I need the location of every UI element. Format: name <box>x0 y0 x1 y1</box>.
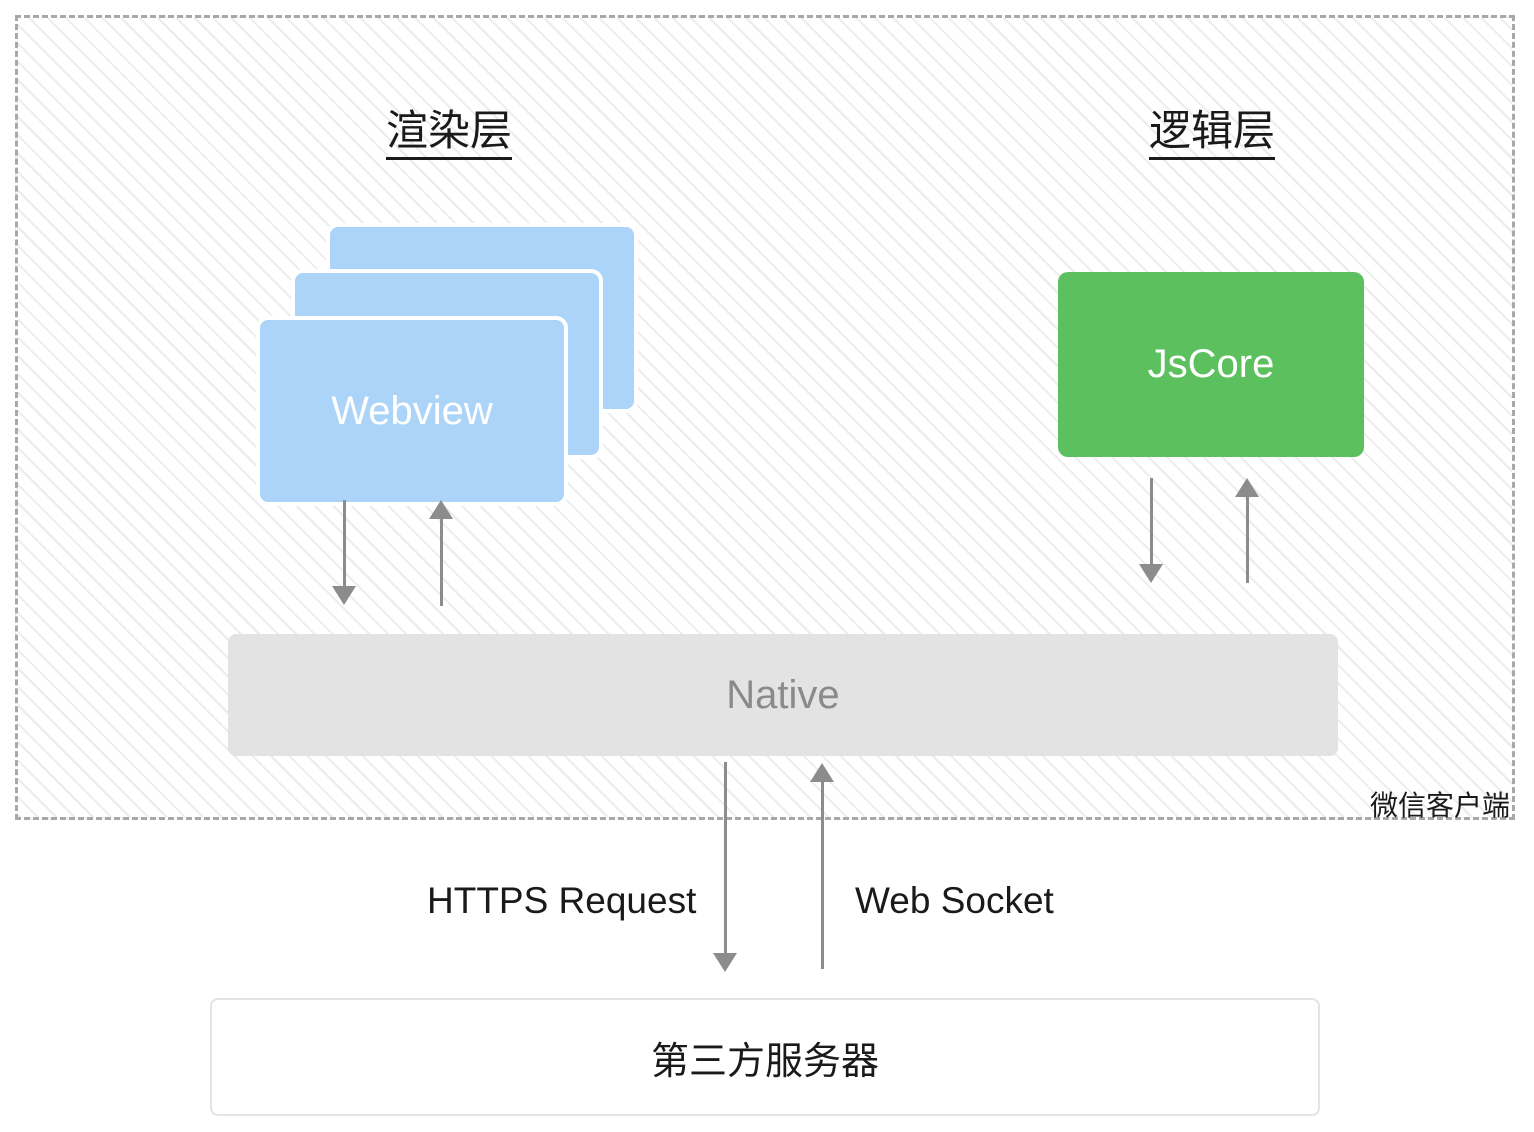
web-socket-label: Web Socket <box>855 880 1054 921</box>
webview-label: Webview <box>331 388 493 433</box>
arrow-down-icon <box>332 500 356 605</box>
jscore-label: JsCore <box>1147 342 1275 386</box>
https-request-label: HTTPS Request <box>427 880 697 921</box>
native-bar: Native <box>228 634 1338 756</box>
logic-layer-label: 逻辑层 <box>1149 107 1276 161</box>
arrow-down-icon <box>1139 478 1163 583</box>
render-layer-label: 渲染层 <box>386 107 513 161</box>
arrow-head <box>1139 564 1163 583</box>
wechat-client-label: 微信客户端 <box>1370 790 1511 821</box>
jscore-box: JsCore <box>1058 272 1364 457</box>
arrow-head <box>810 763 834 782</box>
webview-card-front: Webview <box>256 316 568 506</box>
arrow-shaft <box>1149 478 1153 569</box>
arrow-shaft <box>723 762 727 958</box>
arrow-head <box>332 586 356 605</box>
third-party-server-label: 第三方服务器 <box>650 1040 879 1083</box>
arrow-up-icon <box>429 500 453 606</box>
arrow-head <box>713 953 737 972</box>
arrow-up-icon <box>810 763 834 969</box>
native-label: Native <box>726 672 840 717</box>
logic-layer-title: 逻辑层 <box>1149 107 1276 161</box>
arrow-shaft <box>1245 492 1249 583</box>
arrow-up-icon <box>1235 478 1259 583</box>
third-party-server-box: 第三方服务器 <box>210 998 1320 1116</box>
arrow-down-icon <box>713 762 737 972</box>
arrow-shaft <box>439 514 443 606</box>
wechat-client-container: 渲染层 逻辑层 Webview JsCore Native 微信客户端 <box>15 15 1515 821</box>
render-layer-title: 渲染层 <box>386 107 513 161</box>
arrow-shaft <box>342 500 346 591</box>
arrow-shaft <box>820 777 824 969</box>
arrow-head <box>1235 478 1259 497</box>
arrow-head <box>429 500 453 519</box>
